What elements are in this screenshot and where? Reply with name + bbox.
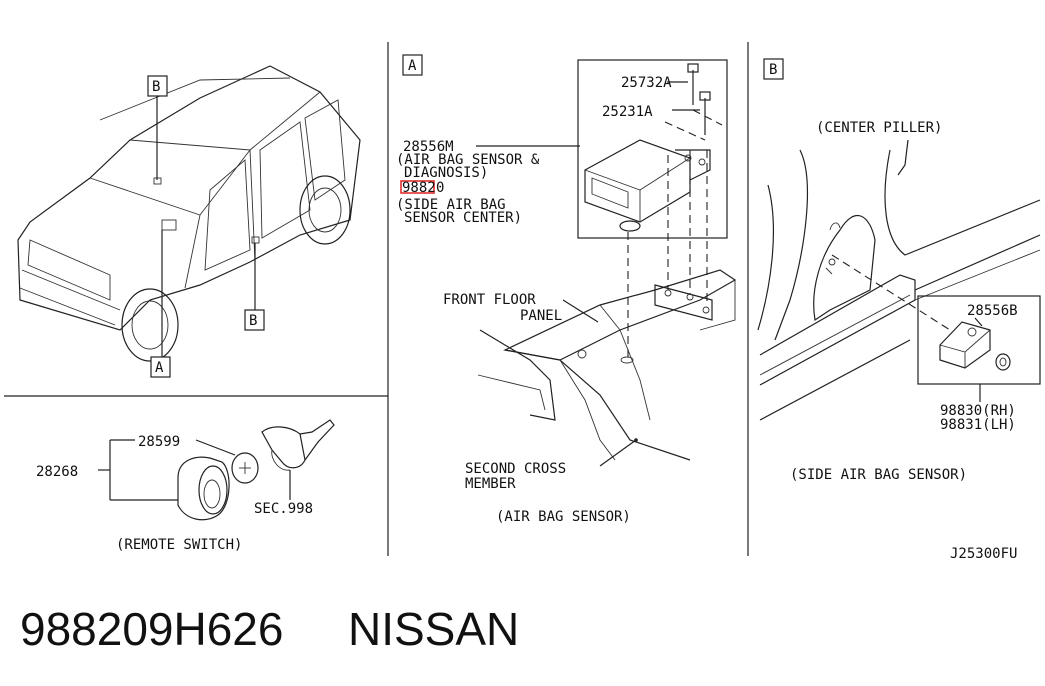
part-28556m: 28556M xyxy=(403,139,454,155)
panel-a-box xyxy=(402,54,423,76)
callout-box-b-bottom xyxy=(244,309,265,331)
desc-side-sensor-2: SENSOR CENTER) xyxy=(404,210,522,226)
highlight-box xyxy=(400,180,435,194)
part-28599: 28599 xyxy=(138,434,180,450)
part-25231a: 25231A xyxy=(602,104,653,120)
remote-switch-illustration xyxy=(177,419,335,521)
center-pillar-illustration xyxy=(757,139,1041,421)
side-sensor-frame xyxy=(917,295,1041,385)
part-25732a: 25732A xyxy=(621,75,672,91)
panel-b-box xyxy=(763,58,784,80)
caption-air-bag-sensor: (AIR BAG SENSOR) xyxy=(496,509,631,525)
label-second-cross-1: SECOND CROSS xyxy=(465,461,566,477)
label-second-cross-2: MEMBER xyxy=(465,476,516,492)
vehicle-illustration xyxy=(17,65,361,362)
footer-brand: NISSAN xyxy=(348,603,519,655)
callout-box-a xyxy=(150,356,171,378)
floor-panel-illustration xyxy=(477,269,737,461)
part-28268: 28268 xyxy=(36,464,78,480)
desc-airbag-sensor-2: DIAGNOSIS) xyxy=(404,165,488,181)
desc-side-sensor-1: (SIDE AIR BAG xyxy=(396,197,506,213)
part-highlight-rest: 0 xyxy=(436,180,444,196)
panel-a-letter: A xyxy=(408,58,417,74)
callout-b-bottom: B xyxy=(249,313,257,329)
sensor-detail-frame xyxy=(577,59,728,239)
label-front-floor-1: FRONT FLOOR xyxy=(443,292,536,308)
callout-box-b-top xyxy=(147,75,168,97)
diagram-code: J25300FU xyxy=(950,546,1017,562)
callout-b-top: B xyxy=(152,79,160,95)
part-sec998: SEC.998 xyxy=(254,501,313,517)
label-front-floor-2: PANEL xyxy=(520,308,562,324)
callout-a: A xyxy=(155,360,164,376)
part-highlight: 9882 xyxy=(402,180,436,196)
caption-side-air-bag-sensor: (SIDE AIR BAG SENSOR) xyxy=(790,467,967,483)
panel-b-letter: B xyxy=(769,62,777,78)
part-28556b: 28556B xyxy=(967,303,1018,319)
part-98830-rh: 98830(RH) xyxy=(940,403,1016,419)
part-98831-lh: 98831(LH) xyxy=(940,417,1016,433)
label-center-pillar: (CENTER PILLER) xyxy=(816,120,942,136)
footer-part-number: 988209H626 xyxy=(20,603,283,655)
side-airbag-sensor-unit xyxy=(939,321,1011,371)
desc-airbag-sensor-1: (AIR BAG SENSOR & xyxy=(396,152,540,168)
caption-remote-switch: (REMOTE SWITCH) xyxy=(116,537,242,553)
